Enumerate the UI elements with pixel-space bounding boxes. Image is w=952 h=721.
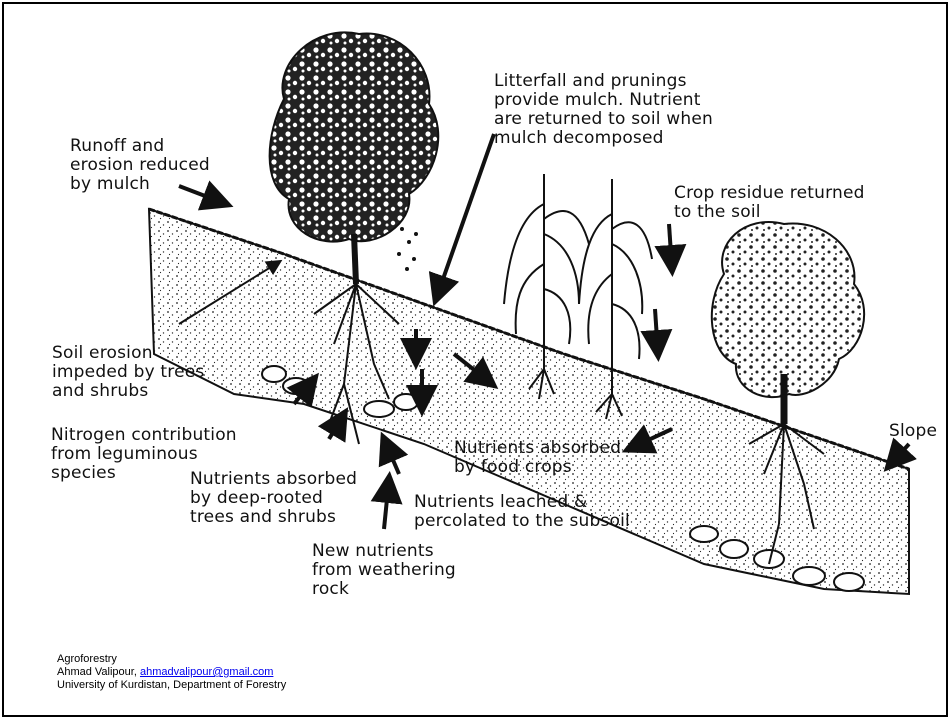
falling-litter [397, 227, 418, 271]
label-runoff: Runoff and erosion reduced by mulch [70, 137, 210, 194]
label-slope: Slope [889, 422, 937, 441]
label-weathering: New nutrients from weathering rock [312, 542, 456, 599]
label-soil-erosion: Soil erosion impeded by trees and shrubs [52, 344, 205, 401]
label-leached: Nutrients leached & percolated to the su… [414, 493, 630, 531]
label-litterfall: Litterfall and prunings provide mulch. N… [494, 72, 713, 148]
footer-course: Agroforestry [57, 653, 286, 666]
label-deep-rooted: Nutrients absorbed by deep-rooted trees … [190, 470, 357, 527]
label-food-crops: Nutrients absorbed by food crops [454, 439, 621, 477]
footer-author: Ahmad Valipour, [57, 666, 140, 678]
label-crop-residue: Crop residue returned to the soil [674, 184, 865, 222]
footer-affiliation: University of Kurdistan, Department of F… [57, 679, 286, 692]
footer: Agroforestry Ahmad Valipour, ahmadvalipo… [57, 653, 286, 692]
email-link[interactable]: ahmadvalipour@gmail.com [140, 666, 273, 678]
footer-author-line: Ahmad Valipour, ahmadvalipour@gmail.com [57, 666, 286, 679]
agroforestry-illustration [4, 4, 950, 644]
